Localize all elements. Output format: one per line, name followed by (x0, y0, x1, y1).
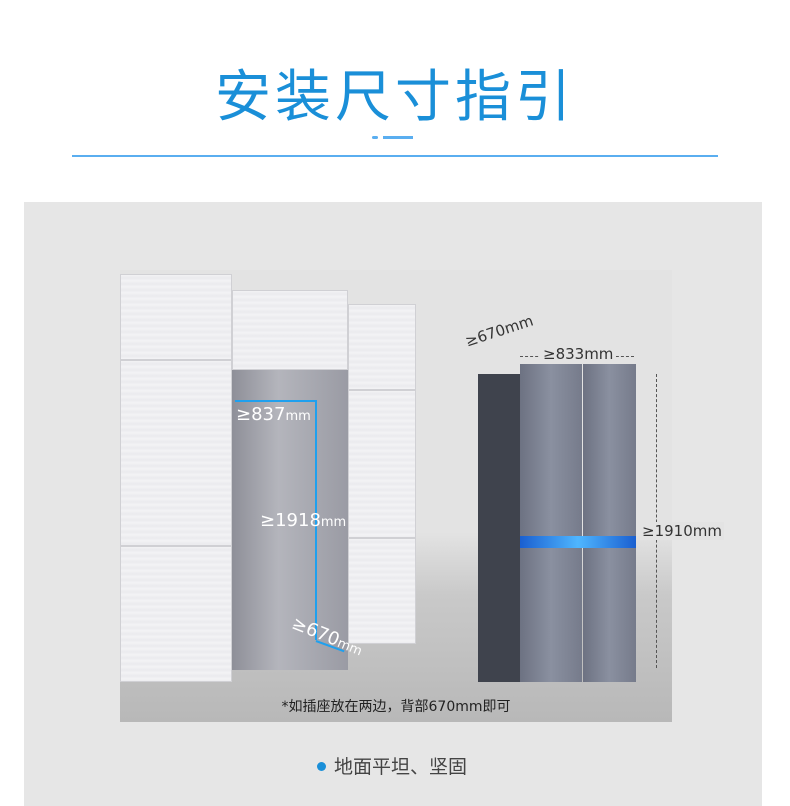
title-decoration (372, 136, 378, 139)
cabinet-panel (348, 538, 416, 644)
height-dimension-line (656, 374, 657, 668)
fridge-light-strip (520, 536, 636, 548)
title-decoration (383, 136, 413, 139)
fridge-side (478, 374, 520, 682)
cabinet-panel (348, 304, 416, 390)
cabinet-panel (120, 360, 232, 546)
cabinet-height-label: ≥1918mm (260, 510, 347, 531)
floor-requirement: 地面平坦、坚固 (334, 756, 468, 778)
bullet-icon (317, 762, 326, 771)
fridge-door (583, 364, 636, 536)
fridge-drawer (520, 548, 582, 682)
divider (72, 155, 718, 157)
page-title: 安装尺寸指引 (215, 65, 575, 130)
fridge-height-label: ≥1910mm (640, 522, 724, 540)
fridge-door (520, 364, 582, 536)
cabinet-panel (348, 390, 416, 538)
footnote: *如插座放在两边，背部670mm即可 (281, 699, 511, 715)
refrigerator (478, 364, 636, 684)
fridge-niche (232, 370, 348, 670)
height-line (315, 400, 317, 640)
fridge-drawer (583, 548, 636, 682)
cabinet-panel (120, 274, 232, 360)
width-line (235, 400, 315, 402)
cabinet-panel (232, 290, 348, 370)
fridge-width-label: ≥833mm (540, 345, 617, 363)
cabinet-width-label: ≥837mm (236, 404, 311, 425)
cabinet-panel (120, 546, 232, 682)
